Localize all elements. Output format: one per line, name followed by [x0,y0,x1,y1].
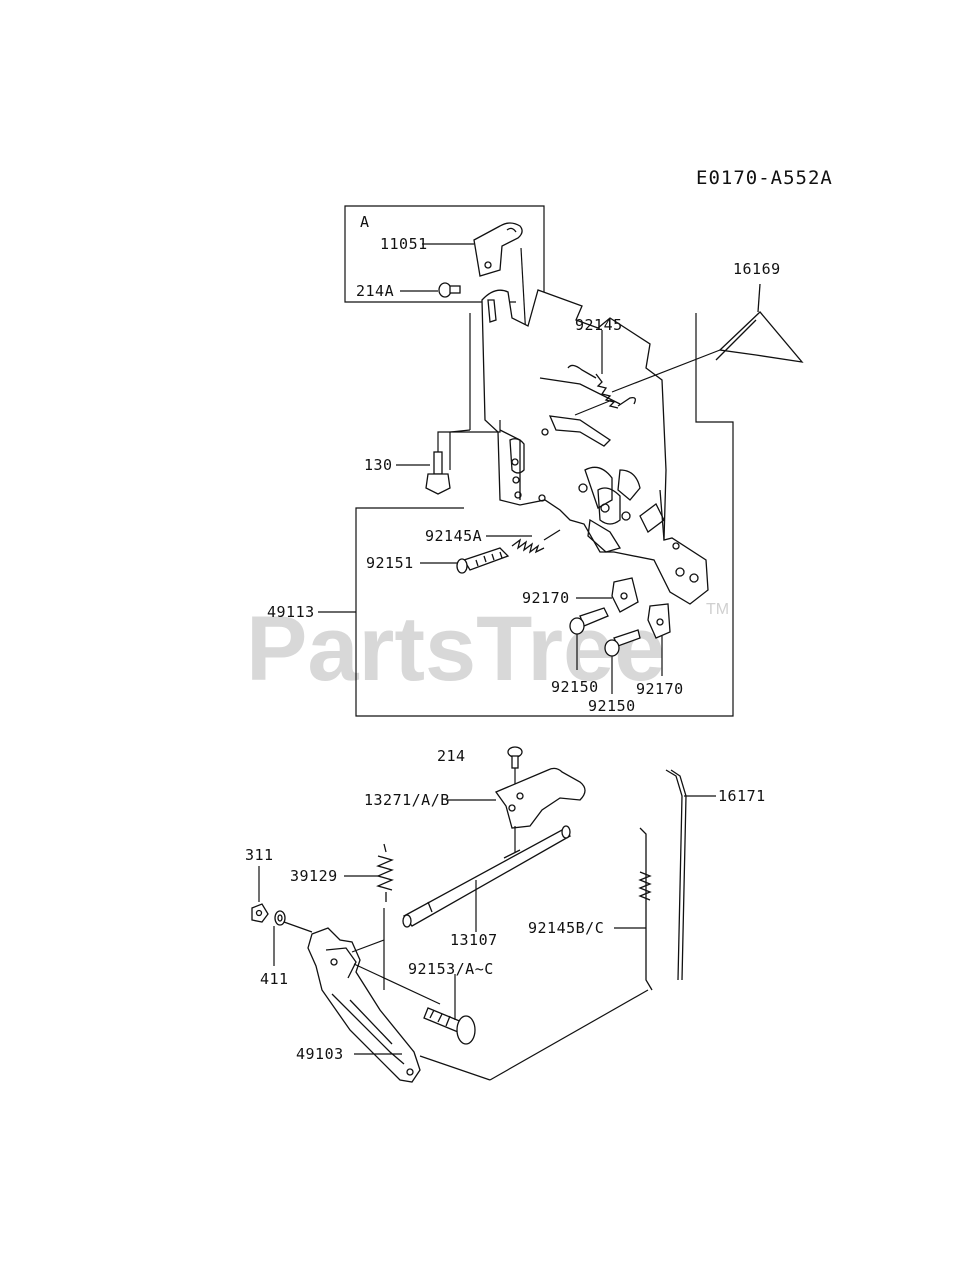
callout-92145a: 92145A [425,527,482,545]
washer-411 [274,910,286,926]
callout-92170-left: 92170 [522,589,570,607]
callout-311: 311 [245,846,274,864]
callout-92145: 92145 [575,316,623,334]
bolt-130 [425,451,451,495]
control-plate-49113 [481,289,709,605]
callout-49103: 49103 [296,1045,344,1063]
lever-49103 [307,927,421,1083]
callout-92153: 92153/A~C [408,960,494,978]
callout-13271: 13271/A/B [364,791,450,809]
watermark-trademark: TM [706,601,729,618]
screw-92150-a [569,607,609,635]
callout-214a: 214A [356,282,394,300]
callout-11051: 11051 [380,235,428,253]
callout-39129: 39129 [290,867,338,885]
pin-92153 [423,1007,476,1045]
link-16169 [715,283,804,363]
spring-92145 [567,364,636,409]
callout-130: 130 [364,456,393,474]
nut-311 [251,903,269,923]
callout-92150-b: 92150 [588,697,636,715]
rod-16171 [665,769,687,981]
callout-13107: 13107 [450,931,498,949]
callout-411: 411 [260,970,289,988]
diagram-code: E0170-A552A [696,167,833,189]
spring-92145a [511,529,561,554]
screw-214 [507,746,523,769]
spring-92145bc [638,827,653,991]
callout-92151: 92151 [366,554,414,572]
spring-39129 [376,843,394,902]
detail-box-a: A [344,205,545,303]
callout-92150-a: 92150 [551,678,599,696]
bracket-13271 [494,767,586,829]
screw-214a [438,282,461,298]
clip-92170-right [647,603,671,639]
bolt-92151 [456,547,510,574]
callout-92145bc: 92145B/C [528,919,604,937]
shaft-13107 [402,825,572,928]
callout-49113: 49113 [267,603,315,621]
callout-214: 214 [437,747,466,765]
callout-92170-right: 92170 [636,680,684,698]
callout-16171: 16171 [718,787,766,805]
detail-box-label: A [360,213,370,231]
callout-16169: 16169 [733,260,781,278]
clip-92170-left [611,577,639,613]
